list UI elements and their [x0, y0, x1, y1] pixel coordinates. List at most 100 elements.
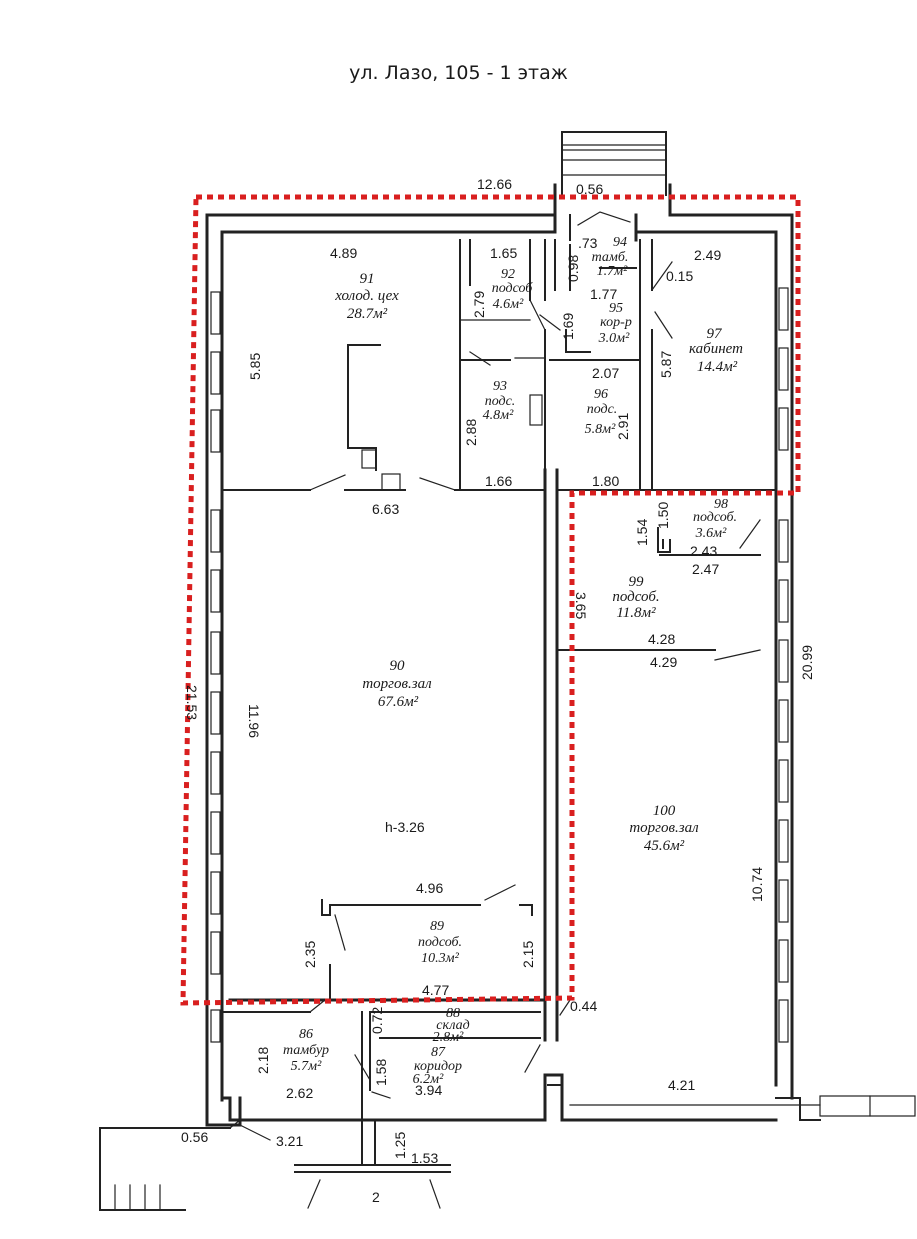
svg-text:2.47: 2.47	[692, 561, 719, 577]
svg-text:5.87: 5.87	[658, 351, 674, 378]
svg-text:20.99: 20.99	[799, 645, 815, 680]
room-91: 91 холод. цех 28.7м²	[334, 271, 399, 322]
svg-text:5.8м²: 5.8м²	[585, 422, 616, 437]
svg-text:4.8м²: 4.8м²	[483, 408, 514, 423]
svg-text:96: 96	[594, 387, 608, 402]
svg-text:2.8м²: 2.8м²	[433, 1030, 464, 1045]
outer-walls	[205, 131, 794, 1122]
room-95: 95 кор-р 3.0м²	[598, 301, 632, 346]
room-97: 97 кабинет 14.4м²	[689, 326, 743, 375]
svg-text:100: 100	[653, 803, 676, 819]
svg-text:86: 86	[299, 1027, 313, 1042]
svg-text:98: 98	[714, 497, 728, 512]
svg-text:.73: .73	[578, 235, 598, 251]
svg-text:1.50: 1.50	[655, 502, 671, 529]
svg-text:4.96: 4.96	[416, 880, 443, 896]
svg-text:0.56: 0.56	[576, 181, 603, 197]
svg-text:подс.: подс.	[587, 402, 618, 417]
svg-text:3.94: 3.94	[415, 1082, 442, 1098]
room-99: 99 подсоб. 11.8м²	[612, 574, 659, 621]
svg-text:подсоб.: подсоб.	[612, 589, 659, 605]
svg-text:0.98: 0.98	[565, 255, 581, 282]
page-title: ул. Лазо, 105 - 1 этаж	[349, 62, 568, 84]
room-100: 100 торгов.зал 45.6м²	[629, 803, 699, 854]
room-94: 94 тамб. 1.7м²	[592, 235, 629, 279]
svg-text:1.7м²: 1.7м²	[597, 264, 628, 279]
svg-text:67.6м²: 67.6м²	[378, 694, 419, 710]
svg-text:99: 99	[629, 574, 645, 590]
svg-text:87: 87	[431, 1045, 446, 1060]
room-96: 96 подс. 5.8м²	[585, 387, 618, 437]
windows-right	[778, 287, 789, 1043]
svg-text:2.91: 2.91	[615, 413, 631, 440]
room-92: 92 подсоб 4.6м²	[492, 267, 534, 312]
svg-text:h-3.26: h-3.26	[385, 819, 425, 835]
svg-text:5.7м²: 5.7м²	[291, 1059, 322, 1074]
svg-text:тамб.: тамб.	[592, 250, 629, 265]
svg-text:2.49: 2.49	[694, 247, 721, 263]
svg-text:95: 95	[609, 301, 623, 316]
room-89: 89 подсоб. 10.3м²	[418, 919, 462, 966]
svg-text:89: 89	[430, 919, 444, 934]
svg-text:6.63: 6.63	[372, 501, 399, 517]
svg-text:склад: склад	[436, 1018, 469, 1033]
svg-text:коридор: коридор	[414, 1059, 462, 1074]
svg-text:2.88: 2.88	[463, 419, 479, 446]
svg-text:1.58: 1.58	[373, 1059, 389, 1086]
svg-text:0.56: 0.56	[181, 1129, 208, 1145]
svg-text:1.66: 1.66	[485, 473, 512, 489]
svg-text:2.15: 2.15	[520, 941, 536, 968]
svg-text:3.0м²: 3.0м²	[598, 331, 630, 346]
svg-text:28.7м²: 28.7м²	[347, 306, 388, 322]
svg-text:торгов.зал: торгов.зал	[362, 676, 432, 692]
svg-text:3.6м²: 3.6м²	[695, 526, 727, 541]
svg-text:3.65: 3.65	[573, 592, 589, 619]
svg-text:12.66: 12.66	[477, 176, 512, 192]
svg-text:5.85: 5.85	[247, 353, 263, 380]
svg-text:подсоб: подсоб	[492, 281, 534, 296]
room-98: 98 подсоб. 3.6м²	[693, 497, 737, 541]
svg-text:подс.: подс.	[485, 394, 516, 409]
svg-text:4.6м²: 4.6м²	[493, 297, 524, 312]
svg-text:11.96: 11.96	[246, 704, 262, 738]
svg-text:45.6м²: 45.6м²	[644, 838, 685, 854]
svg-text:91: 91	[360, 271, 375, 287]
svg-text:93: 93	[493, 379, 507, 394]
room-88: 88 склад 2.8м²	[433, 1006, 470, 1045]
svg-text:кабинет: кабинет	[689, 341, 743, 357]
svg-text:2.43: 2.43	[690, 543, 717, 559]
svg-text:0.44: 0.44	[570, 998, 597, 1014]
svg-text:90: 90	[390, 658, 406, 674]
svg-text:6.2м²: 6.2м²	[413, 1072, 444, 1087]
room-93: 93 подс. 4.8м²	[483, 379, 516, 423]
svg-text:1.65: 1.65	[490, 245, 517, 261]
svg-text:подсоб.: подсоб.	[418, 935, 462, 950]
svg-text:торгов.зал: торгов.зал	[629, 820, 699, 836]
svg-text:3.21: 3.21	[276, 1133, 303, 1149]
svg-text:1.69: 1.69	[560, 313, 576, 340]
svg-text:10.74: 10.74	[749, 867, 765, 902]
svg-text:2.62: 2.62	[286, 1085, 313, 1101]
dimensions: 12.66 0.56 4.89 1.65 .73 0.98 2.49 0.15 …	[181, 176, 815, 1205]
svg-text:1.54: 1.54	[634, 519, 650, 546]
svg-text:подсоб.: подсоб.	[693, 510, 737, 525]
svg-text:1.25: 1.25	[392, 1132, 408, 1159]
svg-text:92: 92	[501, 267, 515, 282]
highlight-boundary	[180, 194, 801, 1006]
svg-text:тамбур: тамбур	[283, 1043, 329, 1058]
svg-text:4.77: 4.77	[422, 982, 449, 998]
svg-text:1.80: 1.80	[592, 473, 619, 489]
svg-text:0.15: 0.15	[666, 268, 693, 284]
svg-text:2: 2	[372, 1189, 380, 1205]
interior-walls	[99, 239, 916, 1211]
room-87: 87 коридор 6.2м²	[413, 1045, 462, 1087]
svg-text:4.28: 4.28	[648, 631, 675, 647]
svg-text:14.4м²: 14.4м²	[697, 359, 738, 375]
windows-left	[210, 291, 221, 1043]
svg-text:1.53: 1.53	[411, 1150, 438, 1166]
room-90: 90 торгов.зал 67.6м² h-3.26	[362, 658, 432, 835]
svg-text:кор-р: кор-р	[600, 315, 632, 330]
svg-text:холод. цех: холод. цех	[334, 288, 399, 304]
svg-text:2.79: 2.79	[471, 291, 487, 318]
